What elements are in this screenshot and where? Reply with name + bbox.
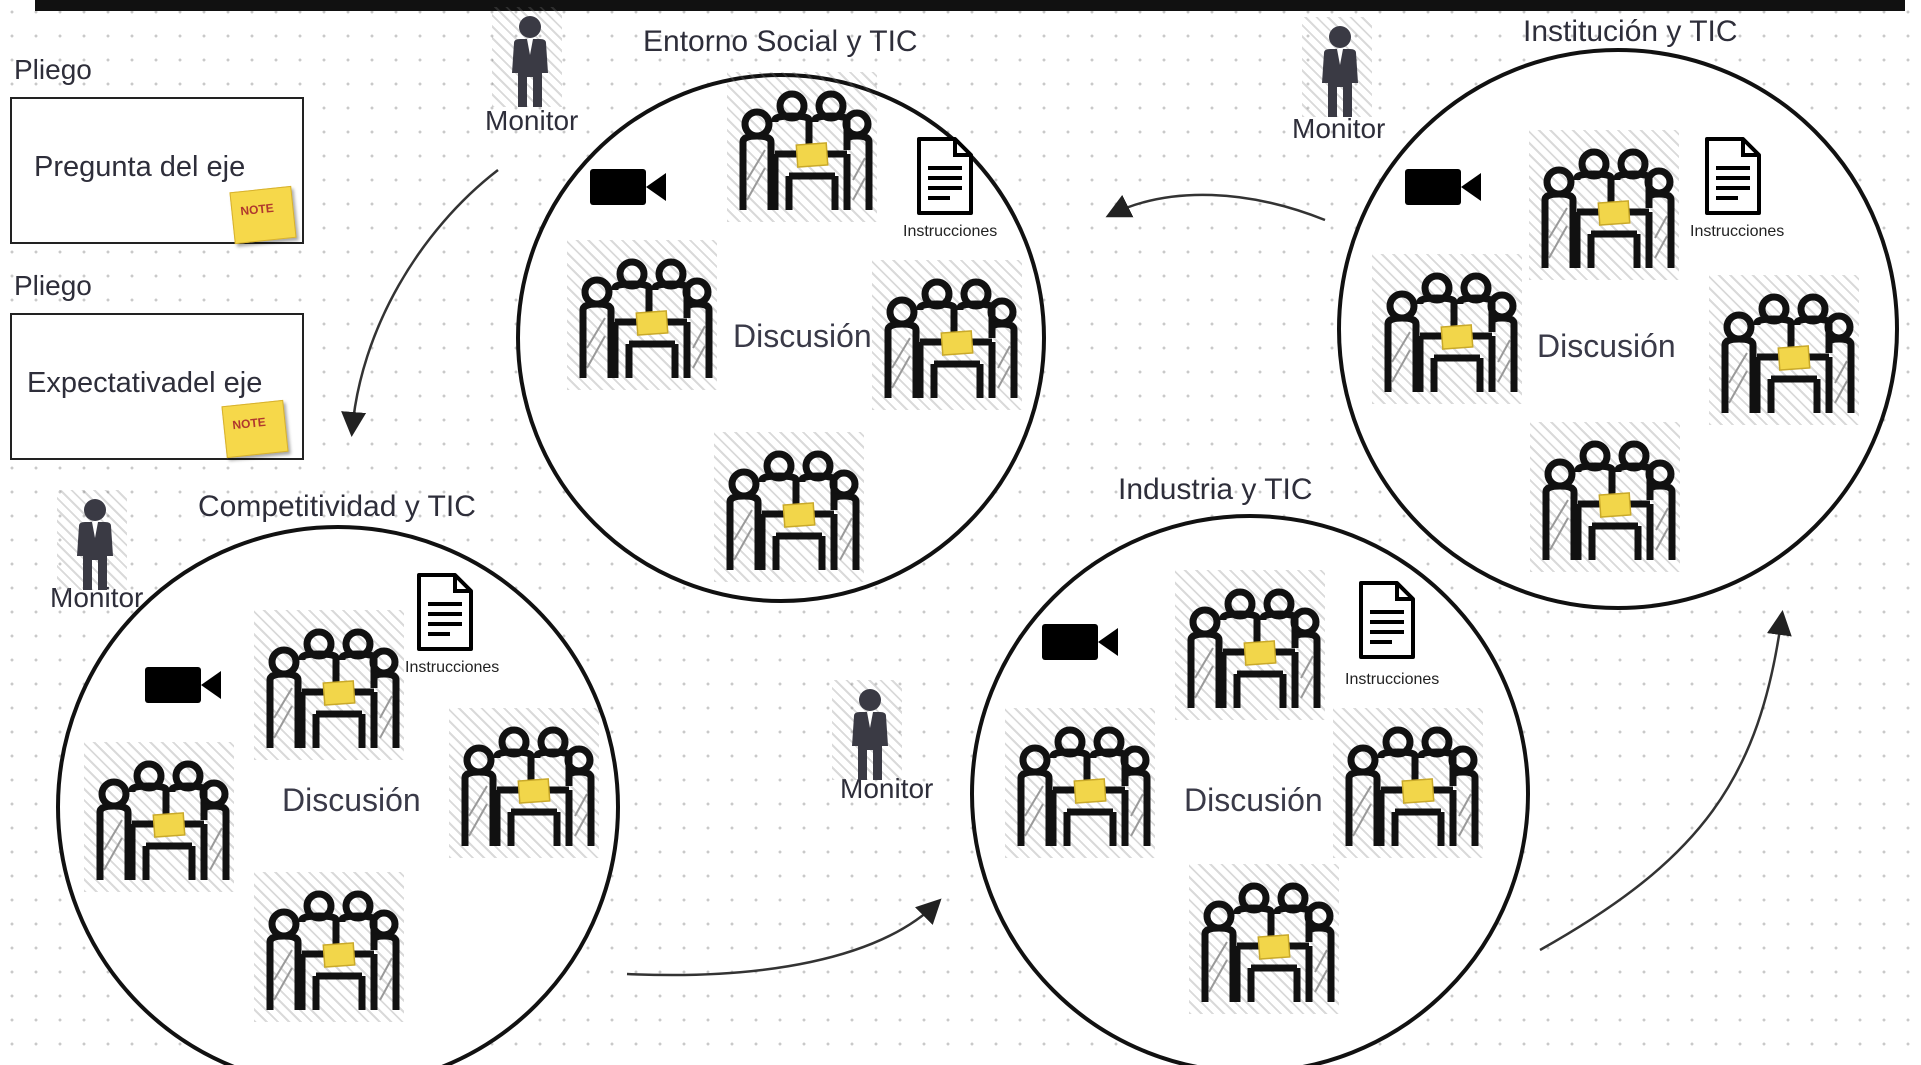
discussion-label: Discusión bbox=[733, 318, 872, 354]
pliego-label-1: Pliego bbox=[14, 54, 92, 85]
discussion-label: Discusión bbox=[282, 782, 421, 818]
meeting-table-icon bbox=[722, 440, 862, 585]
meeting-table-icon bbox=[262, 880, 402, 1025]
pliego-card-text: Expectativadel eje bbox=[27, 367, 263, 399]
video-camera-icon bbox=[145, 663, 223, 712]
meeting-table-icon bbox=[262, 618, 402, 763]
station-title-industria: Industria y TIC bbox=[1118, 473, 1313, 506]
meeting-table-icon bbox=[575, 248, 715, 393]
pliego-card-text: Pregunta del eje bbox=[34, 151, 246, 183]
monitor-label: Monitor bbox=[485, 105, 579, 136]
person-icon bbox=[500, 15, 560, 115]
arrow-institucion-to-entorno bbox=[1105, 193, 1326, 222]
station-circle-competitividad bbox=[56, 525, 620, 1065]
station-title-competitividad: Competitividad y TIC bbox=[198, 490, 476, 523]
meeting-table-icon bbox=[457, 716, 597, 861]
person-icon bbox=[840, 688, 900, 788]
meeting-table-icon bbox=[1013, 716, 1153, 861]
discussion-label: Discusión bbox=[1184, 782, 1323, 818]
sticky-note-icon: NOTE bbox=[229, 185, 297, 245]
video-camera-icon bbox=[1405, 165, 1483, 214]
document-icon bbox=[1703, 136, 1763, 221]
meeting-table-icon bbox=[1197, 872, 1337, 1017]
meeting-table-icon bbox=[1380, 262, 1520, 407]
instructions-label: Instrucciones bbox=[1345, 671, 1440, 688]
meeting-table-icon bbox=[1538, 430, 1678, 575]
meeting-table-icon bbox=[880, 268, 1020, 413]
top-border bbox=[35, 0, 1905, 11]
arrow-industria-to-institucion bbox=[1539, 610, 1792, 952]
instructions-label: Instrucciones bbox=[1690, 223, 1785, 240]
meeting-table-icon bbox=[1183, 578, 1323, 723]
meeting-table-icon bbox=[735, 80, 875, 225]
monitor-label: Monitor bbox=[50, 582, 144, 613]
meeting-table-icon bbox=[92, 750, 232, 895]
pliego-card-pregunta: Pregunta del eje NOTE bbox=[10, 97, 304, 245]
pliego-label-2: Pliego bbox=[14, 270, 92, 301]
instructions-label: Instrucciones bbox=[903, 223, 998, 240]
person-icon bbox=[1310, 25, 1370, 125]
station-circle-entorno bbox=[516, 73, 1046, 603]
instructions-label: Instrucciones bbox=[405, 659, 500, 676]
person-icon bbox=[65, 498, 125, 598]
station-title-entorno: Entorno Social y TIC bbox=[643, 25, 918, 58]
station-title-institucion: Institución y TIC bbox=[1523, 15, 1738, 48]
meeting-table-icon bbox=[1341, 716, 1481, 861]
meeting-table-icon bbox=[1717, 283, 1857, 428]
document-icon bbox=[915, 136, 975, 221]
arrow-entorno-to-competitividad bbox=[341, 169, 499, 437]
monitor-label: Monitor bbox=[840, 773, 934, 804]
video-camera-icon bbox=[1042, 620, 1120, 669]
document-icon bbox=[415, 572, 475, 657]
video-camera-icon bbox=[590, 165, 668, 214]
pliego-card-expectativa: Expectativadel eje NOTE bbox=[10, 313, 304, 460]
sticky-note-icon: NOTE bbox=[221, 399, 289, 459]
discussion-label: Discusión bbox=[1537, 328, 1676, 364]
document-icon bbox=[1357, 580, 1417, 665]
meeting-table-icon bbox=[1537, 138, 1677, 283]
arrow-competitividad-to-industria bbox=[626, 898, 942, 977]
monitor-label: Monitor bbox=[1292, 113, 1386, 144]
